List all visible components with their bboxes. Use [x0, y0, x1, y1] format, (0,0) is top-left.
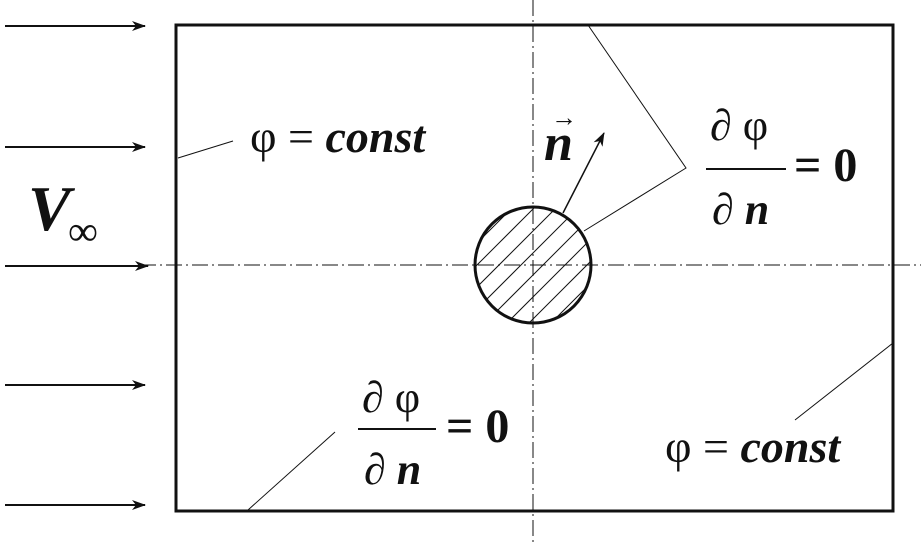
fraction-numerator: ∂ φ — [362, 373, 420, 422]
leader-lines — [177, 24, 894, 511]
normal-arrow — [562, 132, 605, 214]
top-right-condition: ∂ φ ∂ n = 0 — [706, 101, 857, 234]
bottom-condition: ∂ φ ∂ n = 0 — [358, 373, 509, 494]
leader-bottom — [247, 431, 336, 511]
left-boundary-label: φ = const — [250, 111, 426, 162]
normal-vector-symbol: n — [544, 115, 573, 172]
cylinder-body — [473, 205, 593, 325]
v-infinity-subscript: ∞ — [68, 209, 98, 255]
condition-rhs: = 0 — [446, 400, 509, 453]
fraction-denominator: ∂ n — [712, 185, 769, 234]
leader-right-boundary — [794, 342, 894, 421]
domain-boundary — [174, 23, 895, 513]
condition-rhs: = 0 — [794, 139, 857, 192]
leader-top-right — [583, 24, 687, 232]
v-infinity-symbol: V — [28, 173, 76, 244]
right-boundary-label: φ = const — [665, 421, 841, 472]
fraction-denominator: ∂ n — [364, 445, 421, 494]
fraction-numerator: ∂ φ — [710, 101, 768, 150]
leader-left-boundary — [177, 140, 234, 159]
free-stream-arrows — [5, 21, 149, 510]
normal-vector-arrow: → — [551, 103, 577, 132]
